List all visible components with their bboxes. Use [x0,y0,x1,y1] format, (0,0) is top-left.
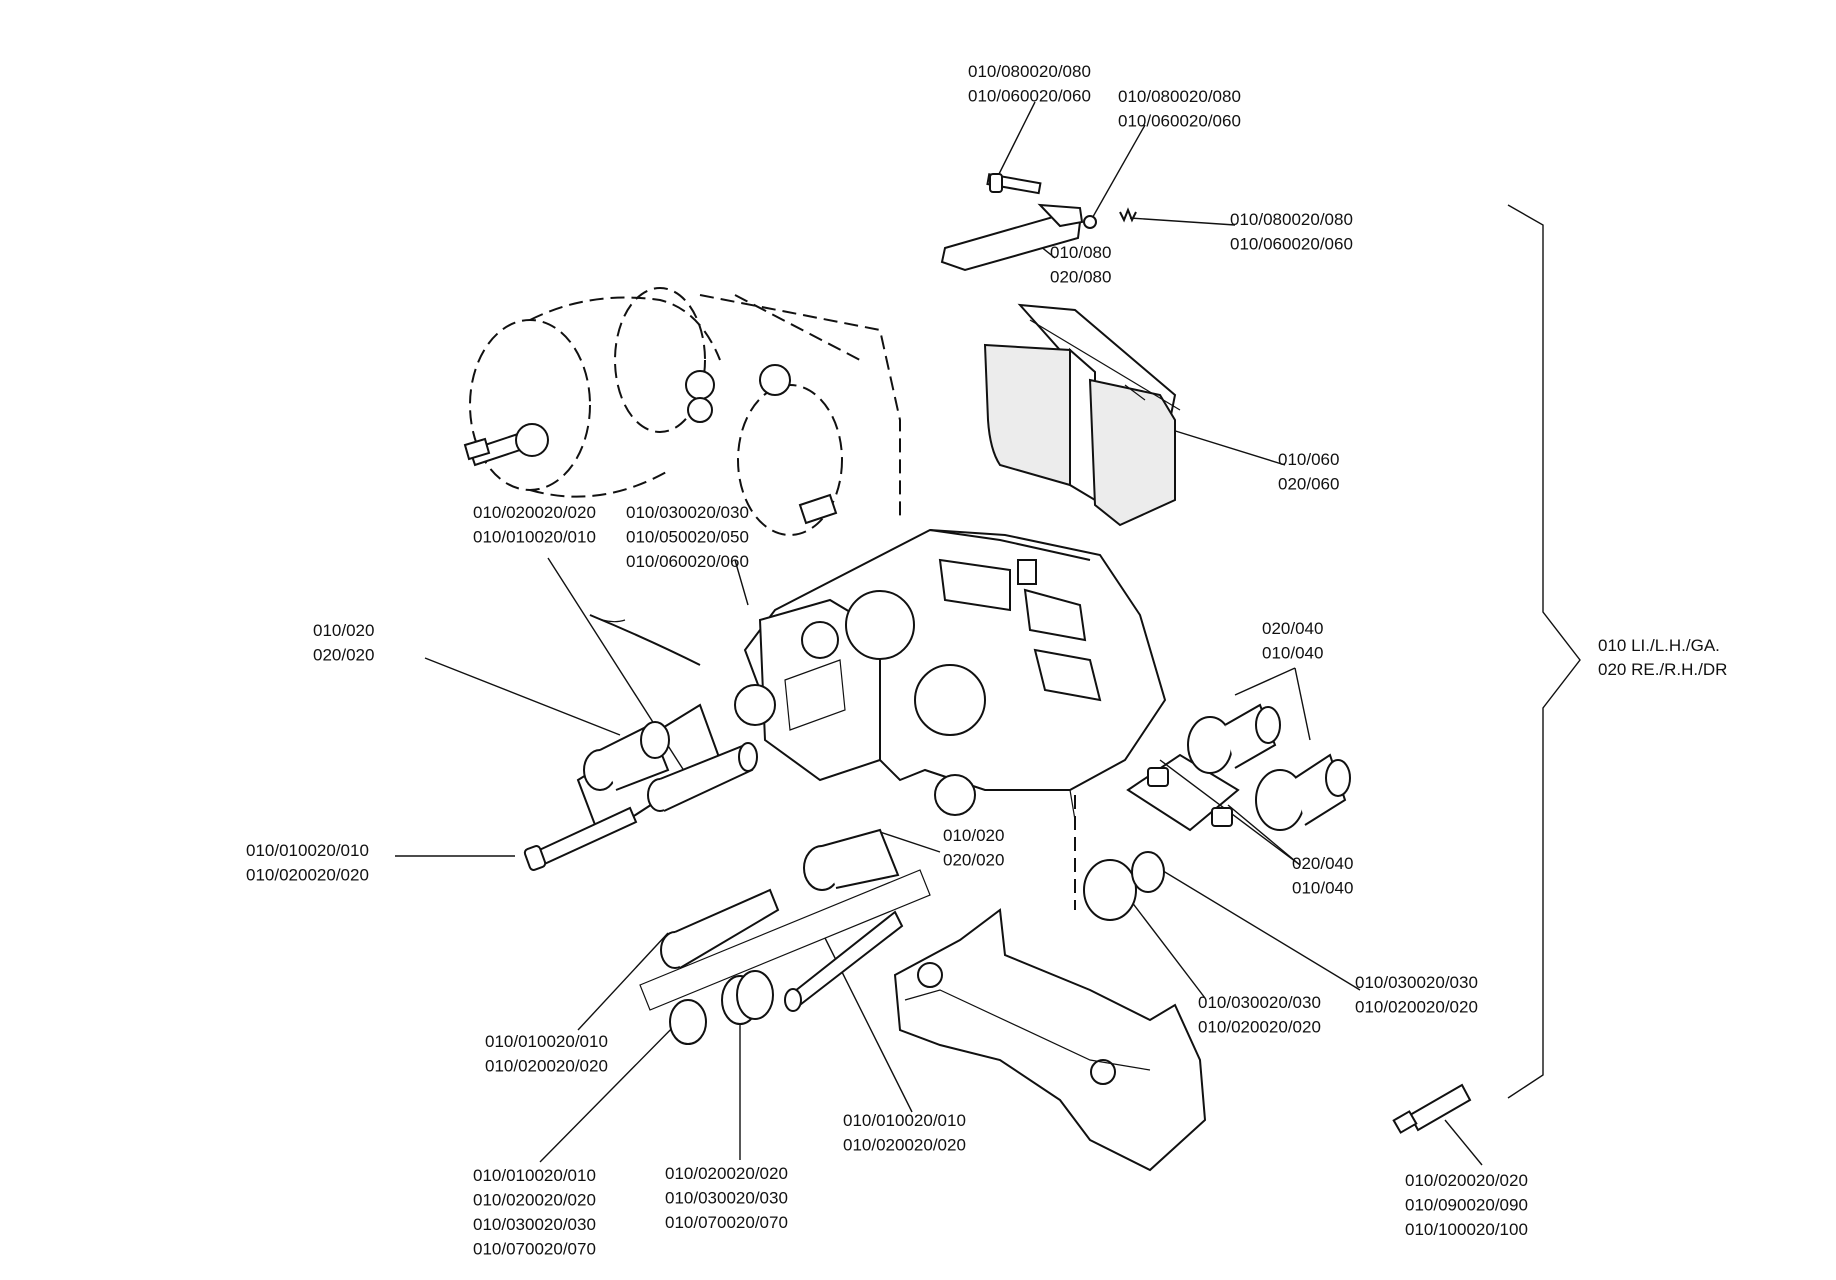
callout-actuator-a-line-1: 010/020020/020 [473,503,596,522]
group-brace [1507,204,1581,1099]
callout-boot-right-line-1: 010/030020/030 [1355,973,1478,992]
callout-bellows-right-line-1: 010/030020/030 [1198,993,1321,1012]
callout-pads-line-1: 010/060 [1278,450,1339,469]
callout-grease-tube-line-2: 010/090020/090 [1405,1196,1528,1215]
callout-caps-line-2: 010/040 [1292,879,1353,898]
callout-top-spring-line-1: 010/080020/080 [1230,210,1353,229]
callout-bolt-upper-line-1: 010/010020/010 [246,841,369,860]
carrier-bracket-icon [893,908,1207,1172]
callout-bolt-lower-line-1: 010/010020/010 [843,1111,966,1130]
callout-circlip-line-2: 010/020020/020 [473,1191,596,1210]
callout-boot-lower-line-2: 010/030020/030 [665,1189,788,1208]
callout-grease-tube-line-1: 010/020020/020 [1405,1171,1528,1190]
callout-bolt-lower-line-2: 010/020020/020 [843,1136,966,1155]
legend-line-2: 020 RE./R.H./DR [1598,660,1727,679]
variant-legend: 010 LI./L.H./GA. 020 RE./R.H./DR [1598,636,1727,679]
brake-actuator-icon [463,287,901,536]
callout-circlip-line-4: 010/070020/070 [473,1240,596,1259]
clip-assembly-icon [940,173,1137,272]
callout-bellows-cups-line-1: 020/040 [1262,619,1323,638]
callout-top-washer-line-1: 010/080020/080 [1118,87,1241,106]
callout-boot-lower-line-3: 010/070020/070 [665,1213,788,1232]
callout-actuator-a-line-2: 010/010020/010 [473,528,596,547]
callout-circlip-line-1: 010/010020/010 [473,1166,596,1185]
callout-top-washer-line-2: 010/060020/060 [1118,112,1241,131]
callout-top-clip-line-1: 010/080 [1050,243,1111,262]
callout-actuator-b-line-1: 010/030020/030 [626,503,749,522]
callout-sleeve-lower-line-1: 010/010020/010 [485,1032,608,1051]
brake-pads-icon [983,303,1181,527]
callout-actuator-b-line-2: 010/050020/050 [626,528,749,547]
callout-circlip-line-3: 010/030020/030 [473,1215,596,1234]
callout-bushing-upper-line-1: 010/020 [313,621,374,640]
lower-guide-parts-icon [639,828,931,1045]
callout-bellows-cups-line-2: 010/040 [1262,644,1323,663]
callout-sleeve-lower-line-2: 010/020020/020 [485,1057,608,1076]
callout-pads-line-2: 020/060 [1278,475,1339,494]
callout-boot-lower-line-1: 010/020020/020 [665,1164,788,1183]
callout-top-bolt-line-2: 010/060020/060 [968,87,1091,106]
right-boot-parts-icon [1083,703,1351,921]
callout-top-spring-line-2: 010/060020/060 [1230,235,1353,254]
callout-grease-tube-line-3: 010/100020/100 [1405,1220,1528,1239]
caliper-body-icon [589,528,1167,910]
upper-guide-parts-icon [523,703,758,871]
legend-line-1: 010 LI./L.H./GA. [1598,636,1720,655]
callout-bushing-lower-line-1: 010/020 [943,826,1004,845]
callout-top-bolt-line-1: 010/080020/080 [968,62,1091,81]
callout-top-clip-line-2: 020/080 [1050,268,1111,287]
callout-bushing-lower-line-2: 020/020 [943,851,1004,870]
callout-caps-line-1: 020/040 [1292,854,1353,873]
grease-tube-icon [1392,1083,1472,1134]
callout-bolt-upper-line-2: 010/020020/020 [246,866,369,885]
callout-boot-right-line-2: 010/020020/020 [1355,998,1478,1017]
callout-bushing-upper-line-2: 020/020 [313,646,374,665]
callout-actuator-b-line-3: 010/060020/060 [626,552,749,571]
callout-bellows-right-line-2: 010/020020/020 [1198,1018,1321,1037]
